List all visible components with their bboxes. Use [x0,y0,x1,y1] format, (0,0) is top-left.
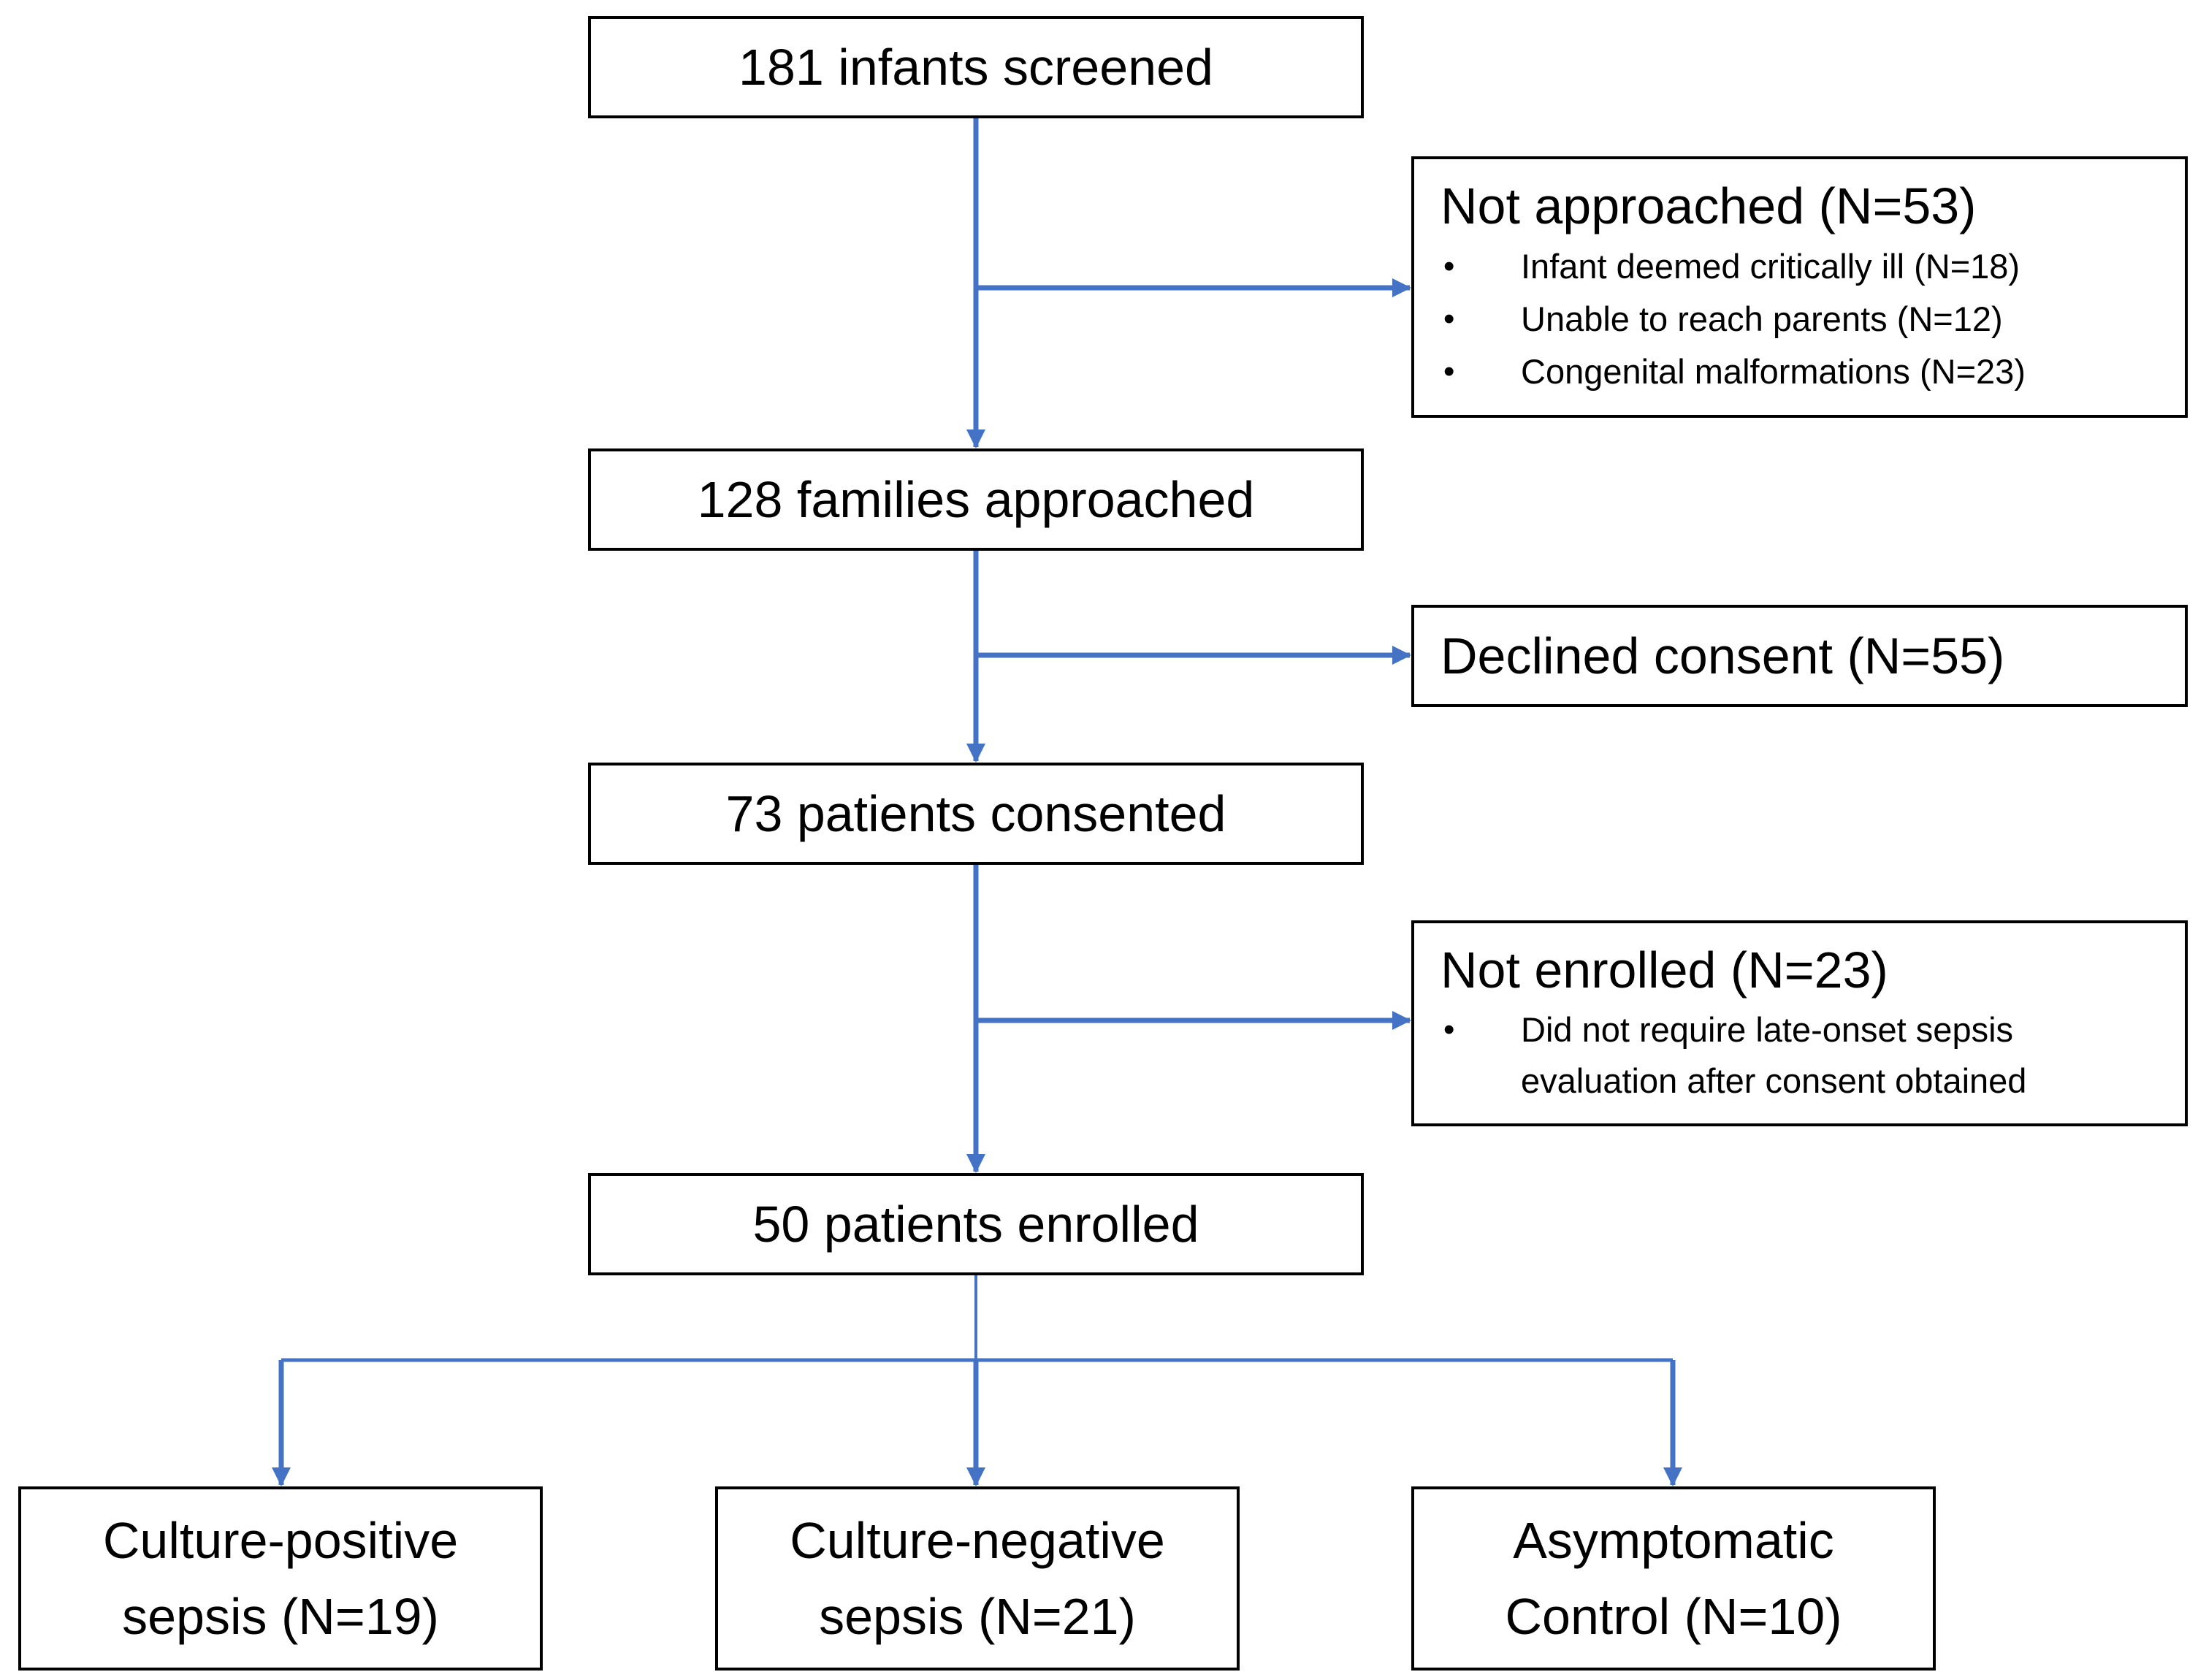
group-label: Asymptomatic Control (N=10) [1505,1503,1842,1654]
list-item: • Did not require late-onset sepsis evalu… [1440,1004,2120,1107]
list-item: • Congenital malformations (N=23) [1440,345,2163,398]
box-families-approached: 128 families approached [588,448,1364,551]
bullet-icon: • [1443,1011,1455,1047]
group-label-line2: sepsis (N=19) [122,1588,439,1645]
group-label-line1: Asymptomatic [1513,1512,1834,1569]
group-label: Culture-positive sepsis (N=19) [103,1503,458,1654]
reason-text: Infant deemed critically ill (N=18) [1521,246,2020,286]
box-label: 73 patients consented [725,784,1226,842]
list-item: • Unable to reach parents (N=12) [1440,293,2163,345]
box-label: 50 patients enrolled [752,1195,1199,1253]
box-label: 181 infants screened [739,38,1213,96]
group-label-line1: Culture-positive [102,1512,459,1569]
group-label-line2: Control (N=10) [1505,1588,1842,1645]
reason-text: Unable to reach parents (N=12) [1521,299,2003,338]
box-infants-screened: 181 infants screened [588,16,1364,118]
box-patients-enrolled: 50 patients enrolled [588,1173,1364,1275]
group-label-line1: Culture-negative [790,1512,1165,1569]
box-not-approached: Not approached (N=53) • Infant deemed cri… [1411,156,2188,418]
reason-text: Congenital malformations (N=23) [1521,351,2026,391]
exclusion-title: Declined consent (N=55) [1440,627,2005,684]
box-culture-negative: Culture-negative sepsis (N=21) [715,1486,1240,1671]
group-label-line2: sepsis (N=21) [819,1588,1136,1645]
bullet-icon: • [1443,300,1455,337]
reason-text: Did not require late-onset sepsis evalua… [1521,1009,2027,1100]
box-not-enrolled: Not enrolled (N=23) • Did not require lat… [1411,920,2188,1126]
exclusion-title: Not approached (N=53) [1440,177,1977,234]
group-label: Culture-negative sepsis (N=21) [790,1503,1165,1654]
box-label: 128 families approached [697,470,1255,528]
box-asymptomatic-control: Asymptomatic Control (N=10) [1411,1486,1936,1671]
exclusion-title: Not enrolled (N=23) [1440,942,1888,999]
bullet-icon: • [1443,353,1455,389]
list-item: • Infant deemed critically ill (N=18) [1440,240,2163,293]
box-patients-consented: 73 patients consented [588,763,1364,865]
box-declined-consent: Declined consent (N=55) [1411,605,2188,707]
exclusion-reasons: • Did not require late-onset sepsis evalu… [1440,1004,2163,1107]
connector-lines [272,118,1682,1486]
box-culture-positive: Culture-positive sepsis (N=19) [18,1486,543,1671]
exclusion-reasons: • Infant deemed critically ill (N=18) • Un… [1440,240,2163,398]
bullet-icon: • [1443,248,1455,284]
